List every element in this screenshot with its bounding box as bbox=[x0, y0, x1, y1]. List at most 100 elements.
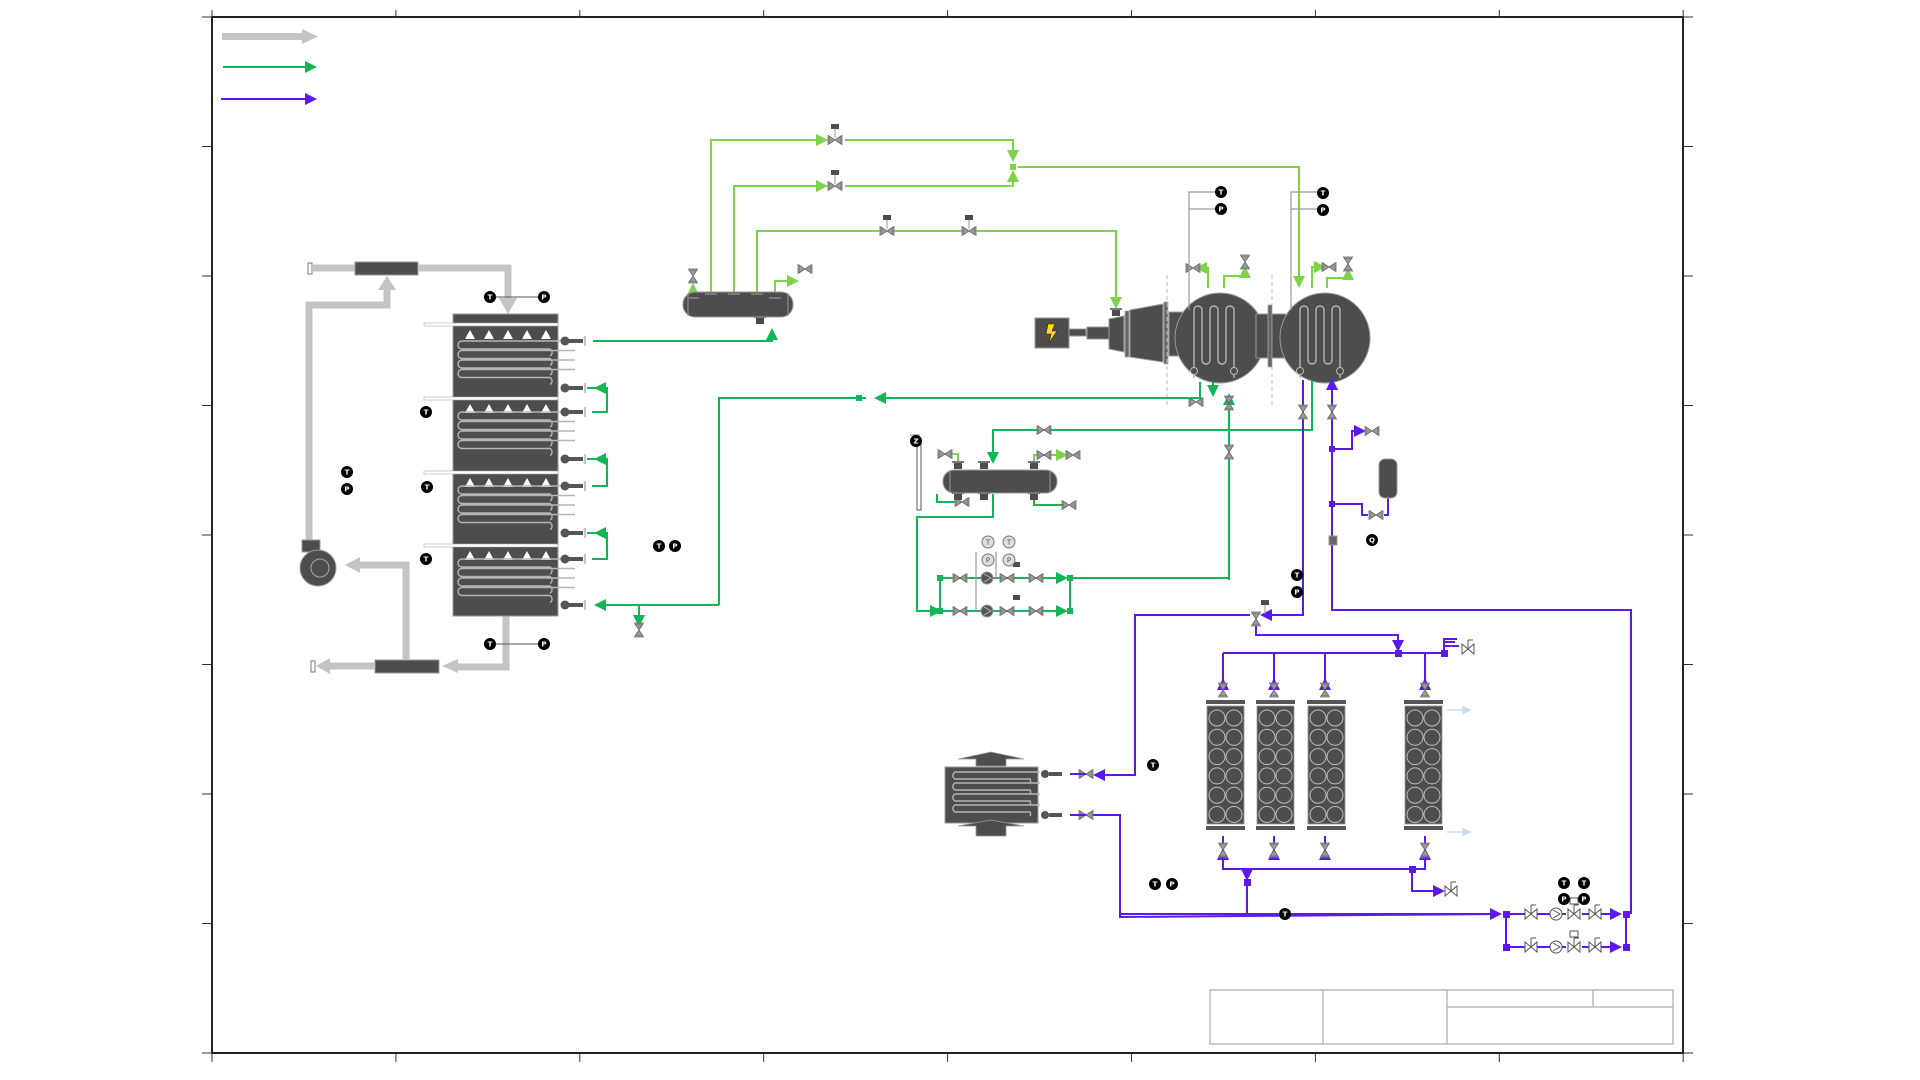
isolation-valve[interactable] bbox=[999, 605, 1015, 617]
column-outlet-valve[interactable] bbox=[1419, 842, 1431, 858]
ion-exchange-column-1[interactable] bbox=[1206, 700, 1245, 830]
sensor-deaerator-level[interactable]: Z bbox=[910, 435, 922, 447]
vent-valve[interactable] bbox=[797, 263, 813, 275]
check-valve[interactable] bbox=[1223, 444, 1235, 460]
manual-valve[interactable] bbox=[1567, 937, 1581, 953]
manual-valve[interactable] bbox=[1444, 881, 1458, 897]
manual-valve[interactable] bbox=[1588, 904, 1602, 920]
isolation-valve[interactable] bbox=[1368, 509, 1384, 521]
manual-valve[interactable] bbox=[1524, 904, 1538, 920]
sensor-tower-top-t[interactable]: T bbox=[484, 291, 496, 303]
column-inlet-valve[interactable] bbox=[1419, 682, 1431, 698]
drain-valve[interactable] bbox=[633, 622, 645, 638]
sensor-return-header-t[interactable]: T bbox=[1279, 908, 1291, 920]
ion-exchange-column-4[interactable] bbox=[1404, 700, 1443, 830]
air-inlet-top bbox=[307, 262, 313, 275]
steam-valves[interactable] bbox=[687, 124, 1354, 461]
sensor-tower-top-p[interactable]: P bbox=[538, 291, 550, 303]
sensor-feedpump2-t[interactable]: T bbox=[1002, 535, 1016, 549]
sensor-tower-level1-t[interactable]: T bbox=[420, 406, 432, 418]
steam-header-drum[interactable] bbox=[682, 291, 794, 324]
sensor-fan-t[interactable]: T bbox=[341, 466, 353, 478]
air-preheater-bottom[interactable] bbox=[374, 659, 440, 674]
sensor-label: T bbox=[1321, 190, 1326, 198]
sensor-tower-bottom-p[interactable]: P bbox=[538, 638, 550, 650]
isolation-valve[interactable] bbox=[1297, 404, 1309, 420]
isolation-valve[interactable] bbox=[952, 605, 968, 617]
sensor-lp-cond-p[interactable]: P bbox=[1317, 204, 1329, 216]
blower-fan[interactable] bbox=[299, 539, 337, 587]
sensor-tower-bottom-t[interactable]: T bbox=[484, 638, 496, 650]
column-inlet-valve[interactable] bbox=[1268, 682, 1280, 698]
column-outlet-valve[interactable] bbox=[1268, 842, 1280, 858]
vent-valve[interactable] bbox=[1321, 261, 1337, 273]
air-cooler[interactable] bbox=[944, 751, 1062, 837]
sensor-cooling-mix-p[interactable]: P bbox=[1291, 586, 1303, 598]
sensor-feedpump2-p[interactable]: P bbox=[1002, 553, 1016, 567]
column-inlet-valve[interactable] bbox=[1217, 682, 1229, 698]
isolation-valve[interactable] bbox=[999, 572, 1015, 584]
drain-valve[interactable] bbox=[1061, 499, 1077, 511]
isolation-valve[interactable] bbox=[1326, 404, 1338, 420]
sensor-cooling-mix-t[interactable]: T bbox=[1291, 569, 1303, 581]
ion-exchange-column-3[interactable] bbox=[1307, 700, 1346, 830]
sensor-feedpump1-t[interactable]: T bbox=[981, 535, 995, 549]
isolation-valve[interactable] bbox=[1364, 425, 1380, 437]
column-inlet-valve[interactable] bbox=[1319, 682, 1331, 698]
sensor-flow-q[interactable]: Q bbox=[1366, 534, 1378, 546]
three-way-valve[interactable] bbox=[1250, 611, 1262, 627]
isolation-valve[interactable] bbox=[1036, 424, 1052, 436]
sensor-hp-cond-p[interactable]: P bbox=[1215, 203, 1227, 215]
isolation-valve[interactable] bbox=[937, 448, 953, 460]
drain-valve[interactable] bbox=[1036, 449, 1052, 461]
sensor-lp-cond-t[interactable]: T bbox=[1317, 187, 1329, 199]
cooling-water-pump-2[interactable] bbox=[1549, 940, 1563, 954]
legend bbox=[221, 29, 318, 105]
isolation-valve[interactable] bbox=[1028, 572, 1044, 584]
cooling-valves[interactable] bbox=[1078, 404, 1602, 953]
column-outlet-valve[interactable] bbox=[1319, 842, 1331, 858]
sensor-tower-level3-t[interactable]: T bbox=[420, 553, 432, 565]
vent-valve[interactable] bbox=[1065, 449, 1081, 461]
sensor-cwpump1-p[interactable]: P bbox=[1558, 893, 1570, 905]
sensor-cwpump2-p[interactable]: P bbox=[1578, 893, 1590, 905]
sensor-tower-level2-t[interactable]: T bbox=[421, 481, 433, 493]
expansion-tank[interactable] bbox=[1378, 458, 1398, 499]
air-preheater-top[interactable] bbox=[354, 261, 419, 276]
sensor-cooler-out-p[interactable]: P bbox=[1166, 878, 1178, 890]
vent-valve[interactable] bbox=[1185, 262, 1201, 274]
safety-valve[interactable] bbox=[1239, 254, 1251, 270]
isolation-valve[interactable] bbox=[952, 572, 968, 584]
cooling-water-pump-1[interactable] bbox=[1549, 907, 1563, 921]
condenser-hp[interactable] bbox=[1174, 292, 1266, 384]
resin-bead-icon bbox=[1275, 767, 1293, 785]
heat-recovery-tower[interactable] bbox=[423, 313, 586, 617]
generator[interactable] bbox=[1034, 317, 1070, 349]
condenser-lp[interactable] bbox=[1255, 292, 1371, 384]
sensor-feedpump1-p[interactable]: P bbox=[981, 553, 995, 567]
safety-valve[interactable] bbox=[687, 268, 699, 284]
column-outlet-valve[interactable] bbox=[1217, 842, 1229, 858]
flow-meter[interactable] bbox=[1328, 535, 1338, 546]
ion-exchange-column-2[interactable] bbox=[1256, 700, 1295, 830]
sensor-water-return-t[interactable]: T bbox=[653, 540, 665, 552]
deaerator-drum[interactable] bbox=[942, 461, 1058, 500]
sensor-fan-p[interactable]: P bbox=[341, 483, 353, 495]
sensor-cwpump2-t[interactable]: T bbox=[1578, 877, 1590, 889]
manual-valve[interactable] bbox=[1461, 639, 1475, 655]
feed-pump-2[interactable] bbox=[980, 604, 994, 618]
sensor-cooler-in-t[interactable]: T bbox=[1147, 759, 1159, 771]
isolation-valve[interactable] bbox=[1028, 605, 1044, 617]
isolation-valve[interactable] bbox=[1223, 395, 1235, 411]
feed-pump-1[interactable] bbox=[980, 571, 994, 585]
manual-valve[interactable] bbox=[1567, 904, 1581, 920]
sensor-water-return-p[interactable]: P bbox=[669, 540, 681, 552]
safety-valve[interactable] bbox=[1342, 256, 1354, 272]
manual-valve[interactable] bbox=[1588, 937, 1602, 953]
sensor-cooler-out-t[interactable]: T bbox=[1149, 878, 1161, 890]
manual-valve[interactable] bbox=[1524, 937, 1538, 953]
sensor-cwpump1-t[interactable]: T bbox=[1558, 877, 1570, 889]
sensor-hp-cond-t[interactable]: T bbox=[1215, 186, 1227, 198]
steam-turbine[interactable] bbox=[1068, 301, 1184, 365]
coil-nozzle bbox=[560, 407, 570, 417]
